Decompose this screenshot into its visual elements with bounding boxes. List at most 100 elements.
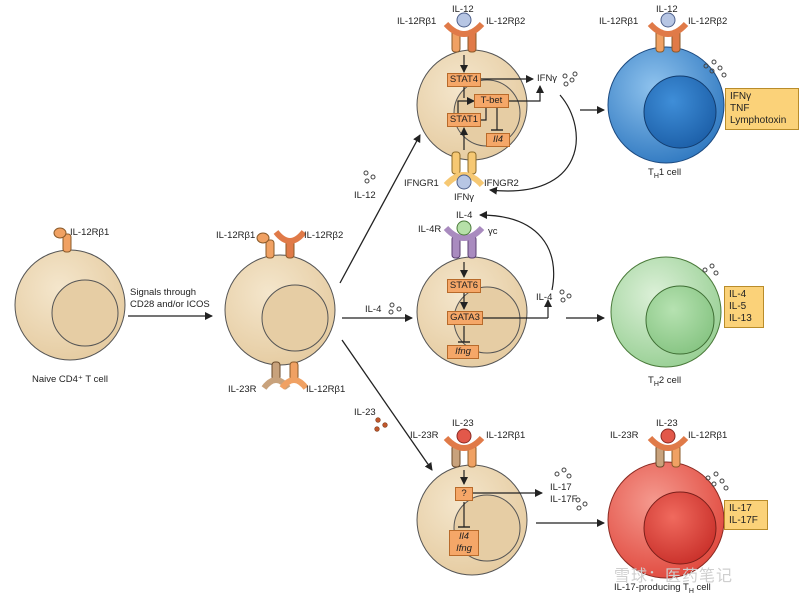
signals-line2: CD28 and/or ICOS <box>130 299 210 310</box>
activated-il12rb1-label: IL-12Rβ1 <box>216 230 256 241</box>
th1path-ifng-out-label: IFNγ <box>537 73 558 84</box>
stat4-box: STAT4 <box>447 73 481 87</box>
tbet-box: T-bet <box>474 94 509 108</box>
th17-path-il23-receptor <box>443 428 485 468</box>
th2-product-il13: IL-13 <box>729 313 752 324</box>
activated-cell <box>224 254 336 366</box>
th2-path-il4-receptor <box>443 220 485 259</box>
th1-product-lymphotoxin: Lymphotoxin <box>730 115 787 126</box>
activated-il12rb2-receptor <box>273 230 307 259</box>
il4-feedback-arrow <box>479 211 555 291</box>
th2-caption-post: 2 cell <box>658 375 682 386</box>
th17path-il17f-label: IL-17F <box>550 494 578 505</box>
th1-path-il12-receptor <box>443 12 485 53</box>
th1path-ligand-label: IL-12 <box>452 4 474 15</box>
th1-r2-label: IL-12Rβ2 <box>688 16 728 27</box>
th1-path-cell <box>416 49 528 161</box>
ifngr2-label: IFNGR2 <box>484 178 519 189</box>
th1-caption-sub: H <box>653 172 659 180</box>
th17-caption-post: cell <box>693 582 711 593</box>
th17path-r2-label: IL-12Rβ1 <box>486 430 526 441</box>
watermark: 雪球：医药笔记 <box>614 566 734 585</box>
ifng-dots <box>562 71 578 87</box>
th1-r1-label: IL-12Rβ1 <box>599 16 639 27</box>
th2path-ifng-box: Ifng <box>447 345 479 359</box>
th2path-ligand-label: IL-4 <box>456 210 473 221</box>
il4-dots <box>388 302 402 315</box>
naive-receptor-label: IL-12Rβ1 <box>70 227 110 238</box>
th1path-ifng-ligand-label: IFNγ <box>454 192 475 203</box>
th1-ligand-label: IL-12 <box>656 4 678 15</box>
th2-product-il4: IL-4 <box>729 289 747 300</box>
th17-product-il17: IL-17 <box>729 503 752 514</box>
th2path-r-label: IL-4R <box>418 224 442 235</box>
th17path-ligand-label: IL-23 <box>452 418 474 429</box>
gata3-box: GATA3 <box>447 311 483 325</box>
activated-il12rb1-bottom-label: IL-12Rβ1 <box>306 384 346 395</box>
th1path-r1-label: IL-12Rβ1 <box>397 16 437 27</box>
th17-il23-receptor <box>647 428 689 468</box>
naive-cell <box>14 249 126 361</box>
th2-product-il5: IL-5 <box>729 301 747 312</box>
th17-path-cell <box>416 464 528 576</box>
unknown-factor-box: ? <box>455 487 473 501</box>
il12-arrow-label: IL-12 <box>354 190 376 201</box>
th17-caption-sub: H <box>688 587 694 595</box>
th17path-il4-gene: Il4 <box>458 531 470 542</box>
th2-caption-pre: T <box>648 375 654 386</box>
naive-caption: Naive CD4⁺ T cell <box>32 374 108 385</box>
th17-caption-pre: IL-17-producing T <box>614 582 689 593</box>
th17-secretion-dots <box>705 471 729 491</box>
signals-line1: Signals through <box>130 287 197 298</box>
th17path-r1-label: IL-23R <box>410 430 439 441</box>
th1path-il4-box: Il4 <box>486 133 510 147</box>
th17-r1-label: IL-23R <box>610 430 639 441</box>
th17-ligand-label: IL-23 <box>656 418 678 429</box>
il23-dots <box>374 417 388 432</box>
activated-il23r-label: IL-23R <box>228 384 257 395</box>
th17-cell <box>607 461 725 579</box>
ifngr1-label: IFNGR1 <box>404 178 439 189</box>
il12-dots <box>363 170 376 184</box>
th1path-r2-label: IL-12Rβ2 <box>486 16 526 27</box>
th1-product-tnf: TNF <box>730 103 750 114</box>
th17-il17-dots <box>554 467 588 511</box>
naive-il12rb1-receptor <box>53 227 72 253</box>
activated-il12rb1-receptor <box>256 232 275 259</box>
th1-caption-post: 1 cell <box>658 167 682 178</box>
il4-arrow-label: IL-4 <box>365 304 382 315</box>
th2path-il4-out-label: IL-4 <box>536 292 553 303</box>
th1-cell <box>607 46 725 164</box>
th1-product-ifng: IFNγ <box>730 91 752 102</box>
stat1-to-tbet <box>457 97 475 113</box>
th17path-ifng-gene: Ifng <box>456 543 472 554</box>
il23-arrow-label: IL-23 <box>354 407 376 418</box>
th2-cell <box>610 256 722 368</box>
tbet-to-ifng <box>508 85 544 102</box>
stat6-box: STAT6 <box>447 279 481 293</box>
th2-il4-dots <box>559 289 572 303</box>
th17-caption: IL-17-producing TH cell <box>614 582 711 595</box>
th17path-il17-label: IL-17 <box>550 482 572 493</box>
th2-secretion-dots <box>702 263 719 276</box>
ifng-feedback-arrow <box>489 94 577 195</box>
th2path-gc-label: γc <box>488 226 498 237</box>
activated-il12rb1-bottom-receptor <box>279 361 309 390</box>
th17-product-il17f: IL-17F <box>729 515 758 526</box>
th2-caption: TH2 cell <box>648 375 681 388</box>
th17-r2-label: IL-12Rβ1 <box>688 430 728 441</box>
activated-il12rb2-label: IL-12Rβ2 <box>304 230 344 241</box>
th1-path-ifngr-receptor <box>443 151 485 190</box>
stat1-box: STAT1 <box>447 113 481 127</box>
arrow-to-th17-path <box>341 339 433 471</box>
th1-caption-pre: T <box>648 167 654 178</box>
th1-caption: TH1 cell <box>648 167 681 180</box>
arrow-to-th1-path <box>339 134 421 284</box>
th2-caption-sub: H <box>653 380 659 388</box>
th1-il12-receptor <box>647 12 689 53</box>
